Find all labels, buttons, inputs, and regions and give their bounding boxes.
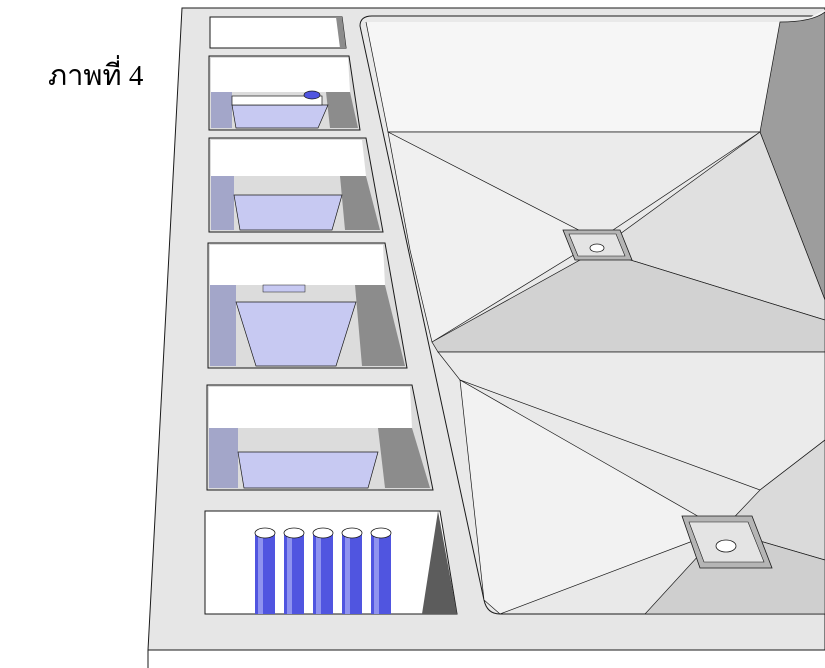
pipe [341, 527, 363, 614]
outlet-pipe [303, 90, 321, 100]
drain [562, 229, 633, 261]
pipe [370, 527, 392, 614]
chamber-1 [209, 16, 347, 49]
chamber-5 [206, 384, 434, 491]
pipe [254, 527, 276, 614]
basin-upper [387, 131, 825, 353]
chamber-4 [207, 242, 408, 369]
basin-lower [437, 351, 825, 615]
pipe [312, 527, 334, 614]
pipe-bundle [254, 527, 392, 614]
chamber-2 [208, 55, 361, 131]
chamber-3 [208, 137, 384, 233]
drain [681, 515, 773, 569]
slab-front-edge [148, 650, 825, 668]
pipe [283, 527, 305, 614]
figure-caption: ภาพที่ 4 [48, 60, 144, 92]
